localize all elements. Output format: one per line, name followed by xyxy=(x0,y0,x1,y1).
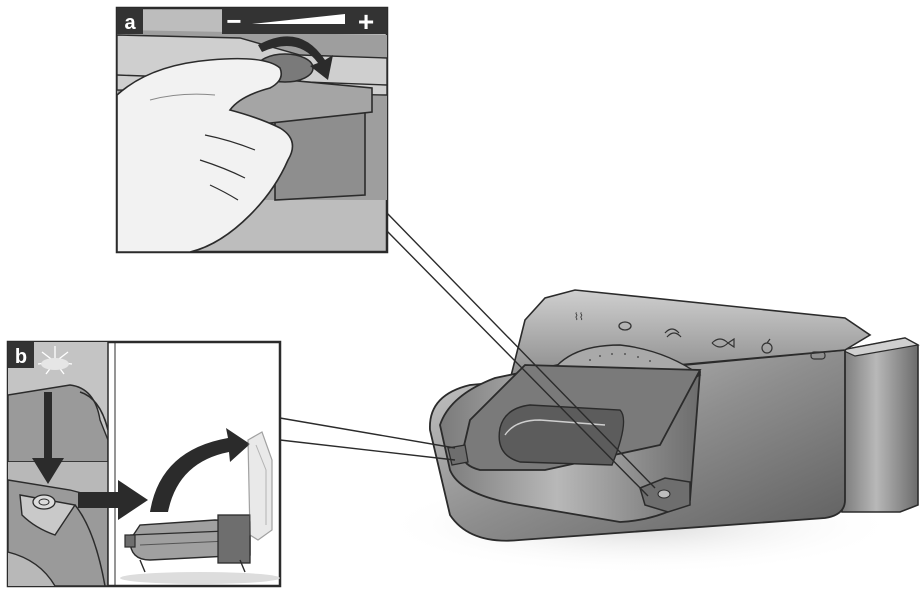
callout-lines xyxy=(279,211,656,497)
rear-handle xyxy=(841,337,919,513)
panel-a-label: a xyxy=(124,12,136,34)
scale-minus-sign: − xyxy=(226,6,241,36)
panel-b-badge xyxy=(8,342,34,368)
sausage-icon xyxy=(664,328,682,338)
grill-side-view-closed xyxy=(120,514,280,584)
rotate-arrow-icon xyxy=(258,36,333,80)
hand xyxy=(117,57,294,252)
cooking-indicator-icons: ⌇⌇ xyxy=(574,312,826,360)
contact-grill: ⌇⌇ xyxy=(380,289,920,575)
scale-plus-sign: + xyxy=(358,6,374,37)
scale-wedge xyxy=(252,14,345,24)
detail-panel-a: a − + xyxy=(115,6,389,254)
grill-side-view-open xyxy=(247,431,273,541)
bread-icon xyxy=(810,351,826,360)
toast-icon: ⌇⌇ xyxy=(574,312,584,323)
release-button xyxy=(32,494,56,510)
lid-handle-grip xyxy=(498,404,625,466)
lift-lid-arrow-icon xyxy=(150,428,250,512)
panel-b-label: b xyxy=(15,346,27,368)
fish-icon xyxy=(711,337,735,349)
slide-right-arrow-icon xyxy=(78,480,148,520)
panel-a-badge xyxy=(117,8,143,34)
press-down-arrow-icon xyxy=(32,392,64,484)
vegetable-icon xyxy=(761,338,773,354)
steak-icon xyxy=(618,321,632,331)
detail-panel-b: b xyxy=(6,340,282,588)
lock-button xyxy=(657,489,671,499)
